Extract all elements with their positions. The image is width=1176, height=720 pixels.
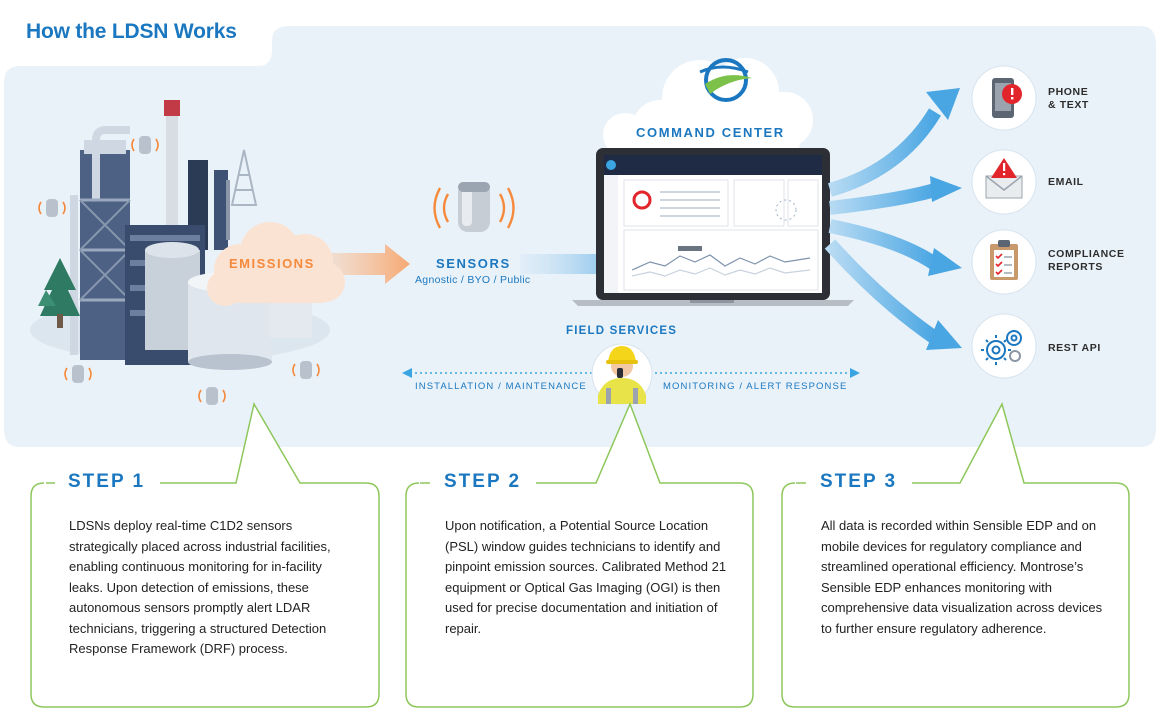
- output-arrows: [824, 108, 941, 344]
- output-compliance-line2: REPORTS: [1048, 261, 1103, 273]
- step-3-title: STEP 3: [820, 471, 898, 492]
- monitoring-alert-label: MONITORING / ALERT RESPONSE: [663, 381, 848, 392]
- right-arrowhead: [850, 368, 860, 378]
- page-title: How the LDSN Works: [26, 20, 237, 43]
- field-services-label: FIELD SERVICES: [566, 325, 678, 337]
- step-1-title: STEP 1: [68, 471, 146, 492]
- output-phone-line2: & TEXT: [1048, 99, 1089, 111]
- installation-maintenance-label: INSTALLATION / MAINTENANCE: [415, 381, 587, 392]
- output-email: EMAIL: [1048, 176, 1084, 189]
- left-arrowhead: [402, 368, 412, 378]
- output-phone-line1: PHONE: [1048, 86, 1089, 98]
- output-compliance-reports: COMPLIANCE REPORTS: [1048, 248, 1125, 274]
- output-compliance-line1: COMPLIANCE: [1048, 248, 1125, 260]
- output-phone-text: PHONE & TEXT: [1048, 86, 1089, 112]
- laptop-dashboard-illustration: [572, 148, 854, 306]
- emissions-label: EMISSIONS: [229, 256, 315, 271]
- clipboard-icon: [990, 240, 1018, 280]
- facility-sensor-icons: [38, 136, 320, 405]
- sensors-label: SENSORS: [436, 256, 511, 271]
- technician-icon: [591, 343, 653, 405]
- output-arrowheads: [926, 88, 962, 350]
- command-center-label: COMMAND CENTER: [636, 125, 785, 140]
- sensors-subtitle: Agnostic / BYO / Public: [415, 274, 531, 286]
- step-3-text: All data is recorded within Sensible EDP…: [821, 518, 1103, 636]
- step-2-box: [405, 402, 754, 708]
- sensor-to-command-arrow: [520, 243, 636, 285]
- step-2-title: STEP 2: [444, 471, 522, 492]
- montrose-logo-icon: [699, 58, 752, 102]
- gears-icon: [981, 330, 1022, 365]
- email-alert-icon: [985, 158, 1023, 199]
- output-rest-api-line1: REST API: [1048, 342, 1101, 354]
- step-boxes: [30, 401, 1130, 708]
- output-email-line1: EMAIL: [1048, 176, 1084, 188]
- sensor-device-icon: [433, 182, 515, 232]
- step-3-box: [781, 401, 1130, 708]
- step-1-box: [30, 401, 380, 708]
- output-rest-api: REST API: [1048, 342, 1101, 355]
- step-1-text: LDSNs deploy real-time C1D2 sensors stra…: [69, 518, 331, 656]
- emissions-cloud: [207, 222, 345, 306]
- step-2-text: Upon notification, a Potential Source Lo…: [445, 518, 727, 636]
- phone-alert-icon: [992, 78, 1022, 118]
